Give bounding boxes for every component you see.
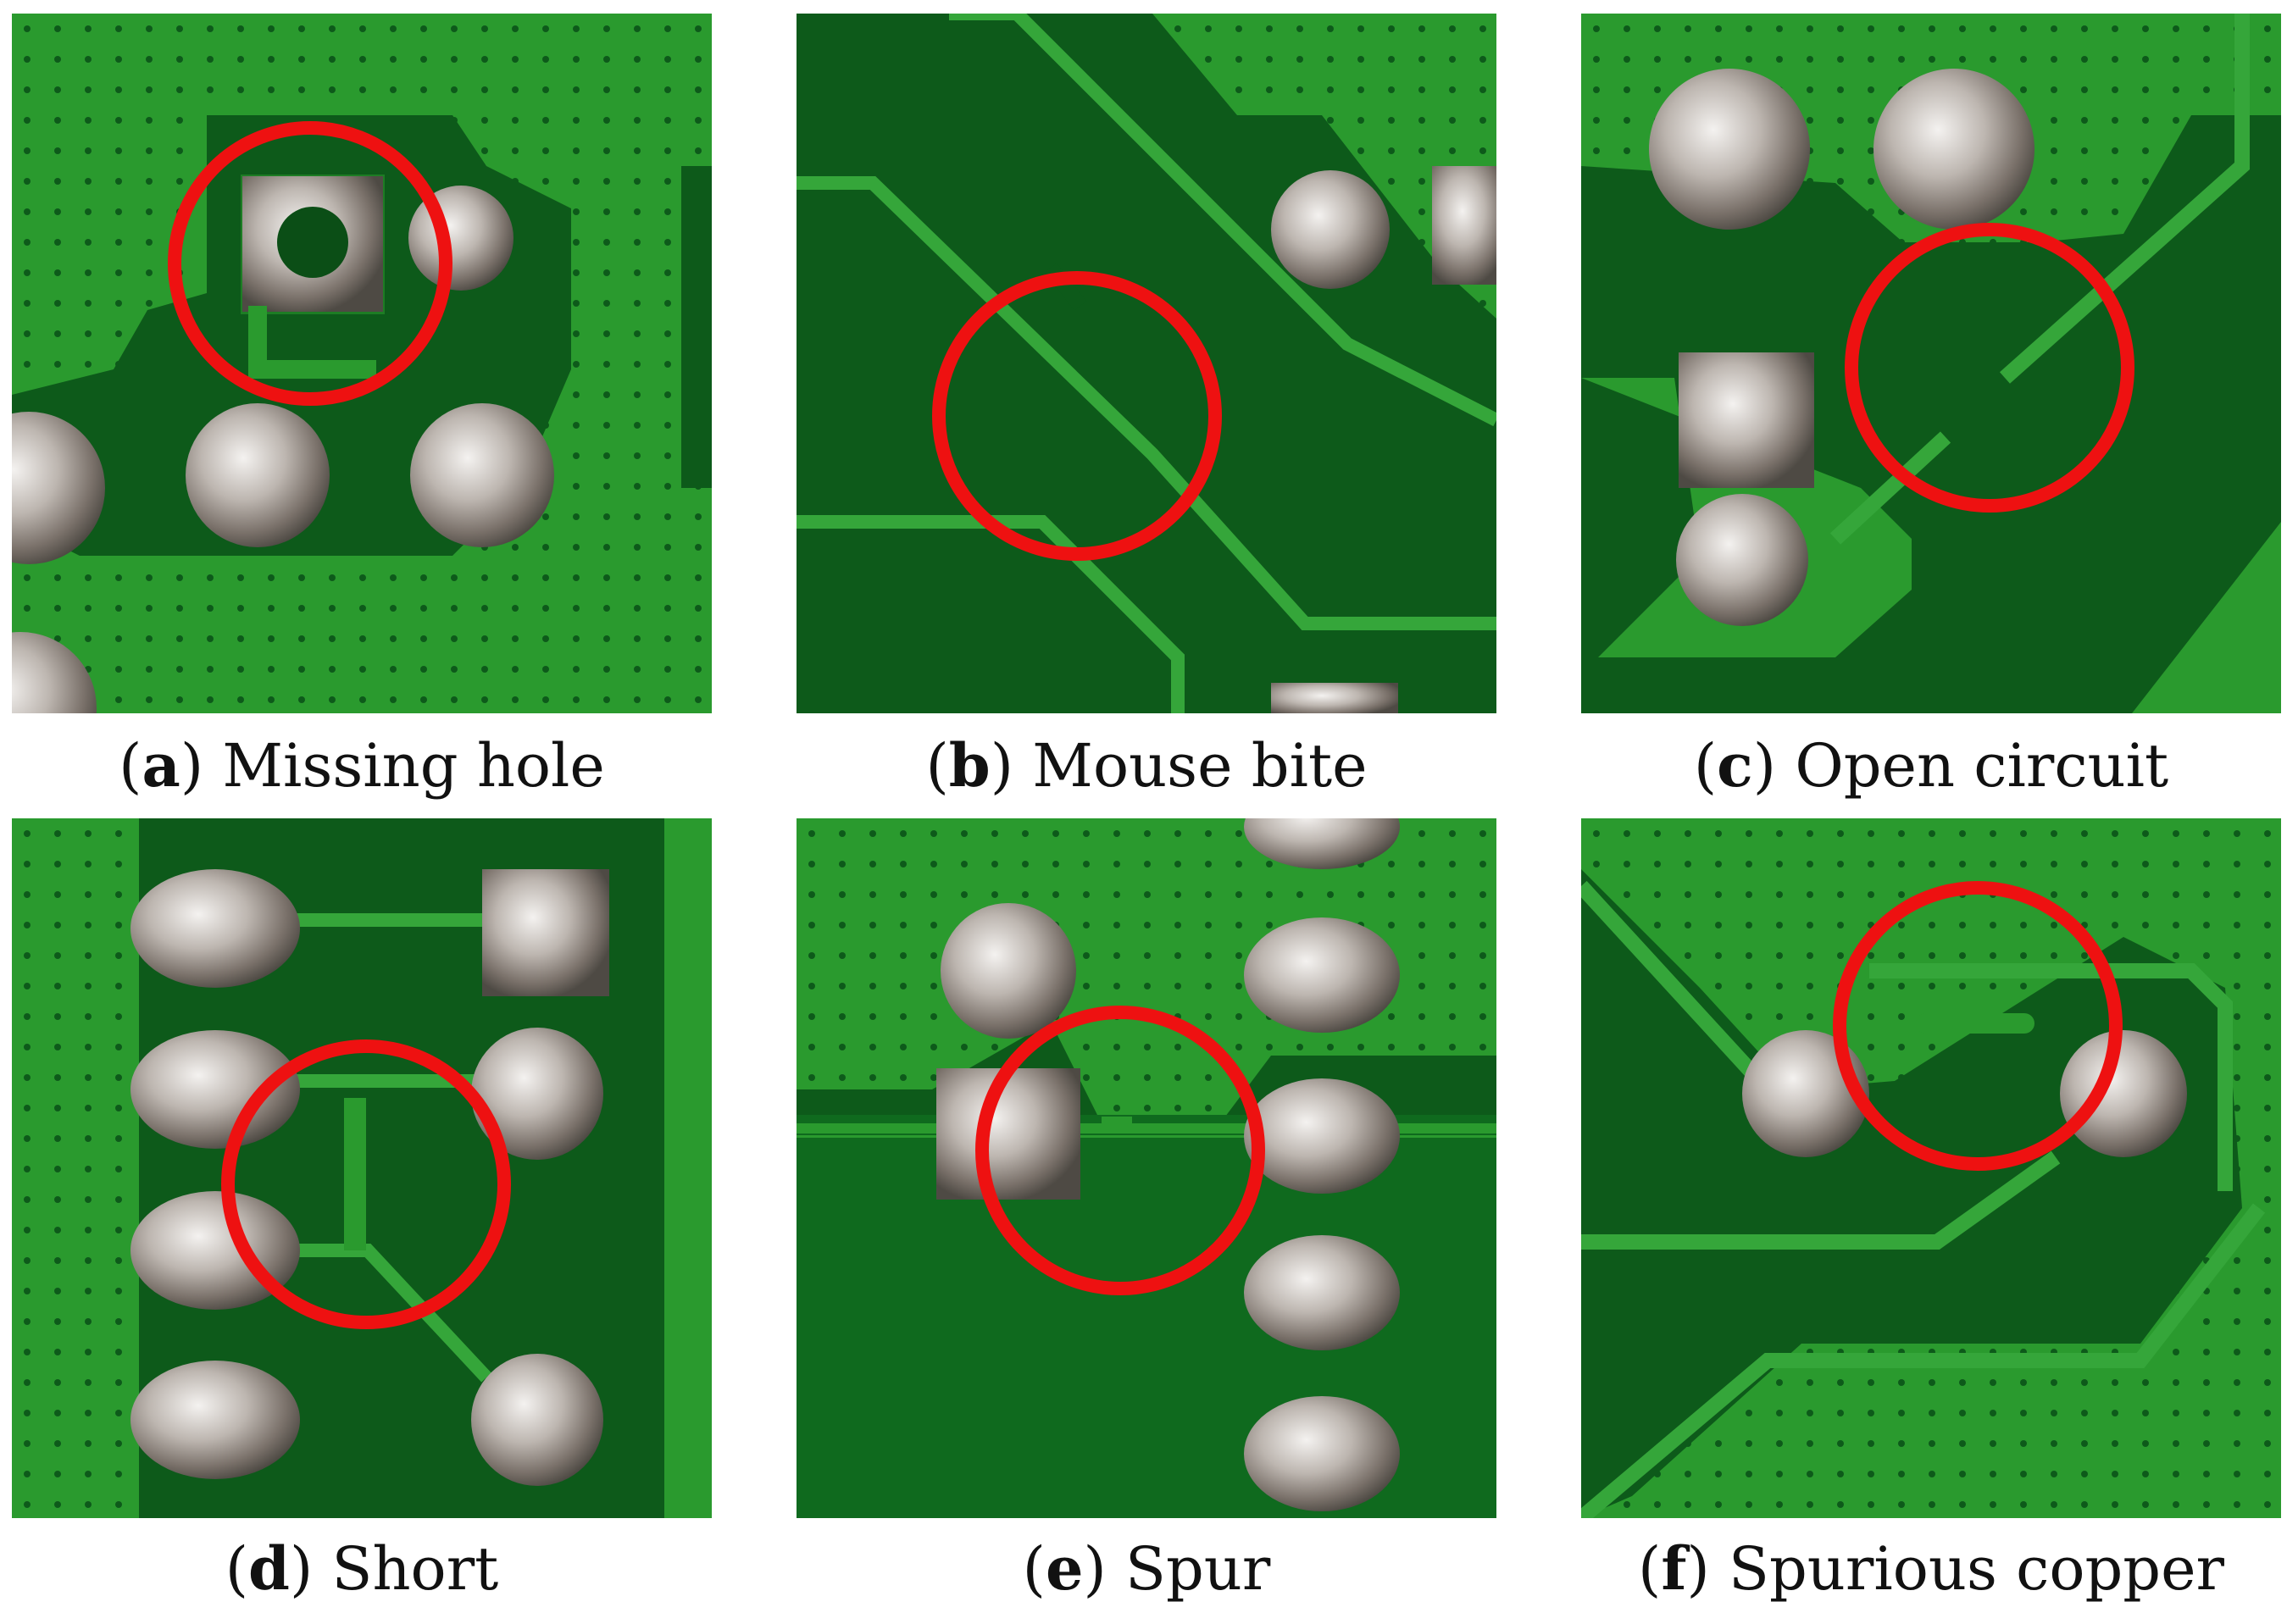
caption-short: (d) Short [225,1533,499,1604]
panel-spurious-copper [1581,818,2281,1518]
caption-defect: Short [331,1534,499,1604]
caption-defect: Spur [1125,1534,1271,1604]
panel-spur [797,818,1496,1518]
caption-open-circuit: (c) Open circuit [1693,730,2169,801]
panel-missing-hole [12,14,712,713]
marker-circle-icon [168,121,452,406]
caption-defect: Missing hole [222,731,605,801]
pcb-image-spurious-copper [1581,818,2281,1518]
caption-label: d [248,1533,290,1604]
pcb-image-mouse-bite [797,14,1496,713]
pcb-image-short [12,818,712,1518]
caption-defect: Open circuit [1795,731,2169,801]
marker-circle-icon [221,1039,511,1329]
pcb-image-missing-hole [12,14,712,713]
caption-label: c [1717,730,1753,801]
caption-label: a [142,730,180,801]
caption-spurious-copper: (f) Spurious copper [1638,1533,2224,1604]
caption-mouse-bite: (b) Mouse bite [925,730,1368,801]
caption-missing-hole: (a) Missing hole [119,730,605,801]
caption-label: b [948,730,991,801]
panel-short [12,818,712,1518]
caption-spur: (e) Spur [1022,1533,1271,1604]
caption-defect: Spurious copper [1729,1534,2224,1604]
marker-circle-icon [1833,881,2123,1171]
panel-open-circuit [1581,14,2281,713]
caption-label: e [1045,1533,1084,1604]
marker-circle-icon [975,1006,1265,1295]
caption-label: f [1661,1533,1687,1604]
marker-circle-icon [1845,223,2134,513]
caption-defect: Mouse bite [1032,731,1368,801]
panel-mouse-bite [797,14,1496,713]
pcb-image-open-circuit [1581,14,2281,713]
marker-circle-icon [932,271,1222,561]
pcb-image-spur [797,818,1496,1518]
